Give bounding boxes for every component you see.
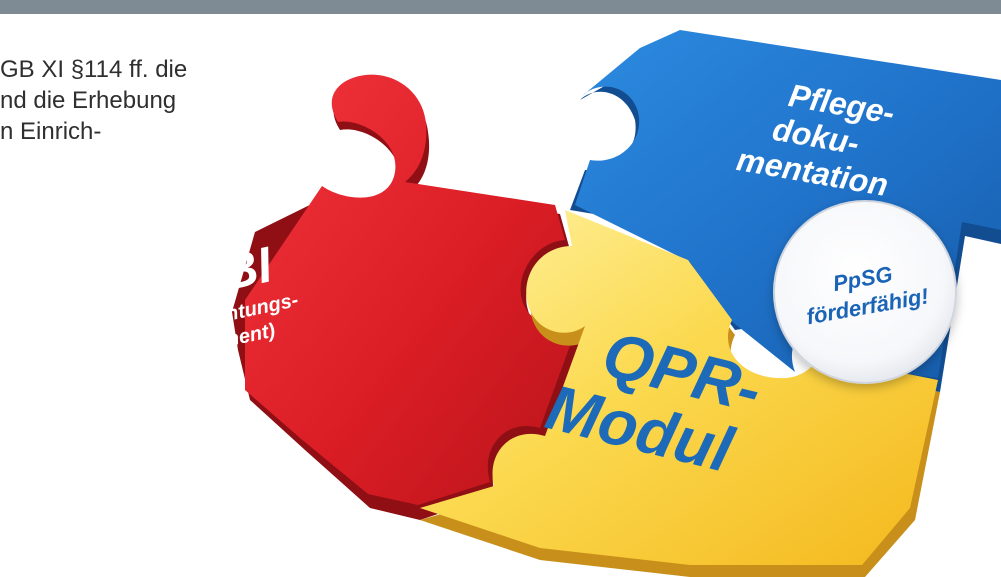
top-accent-bar bbox=[0, 0, 1001, 14]
intro-line-3: n Einrich- bbox=[0, 118, 102, 145]
intro-line-2: nd die Erhebung bbox=[0, 87, 177, 114]
yellow-puzzle-piece bbox=[420, 210, 940, 577]
intro-paragraph: GB XI §114 ff. die nd die Erhebung n Ein… bbox=[0, 54, 250, 147]
intro-line-1: GB XI §114 ff. die bbox=[0, 56, 188, 83]
ppsg-badge: PpSG förderfähig! bbox=[773, 200, 957, 384]
red-puzzle-piece bbox=[232, 74, 585, 520]
